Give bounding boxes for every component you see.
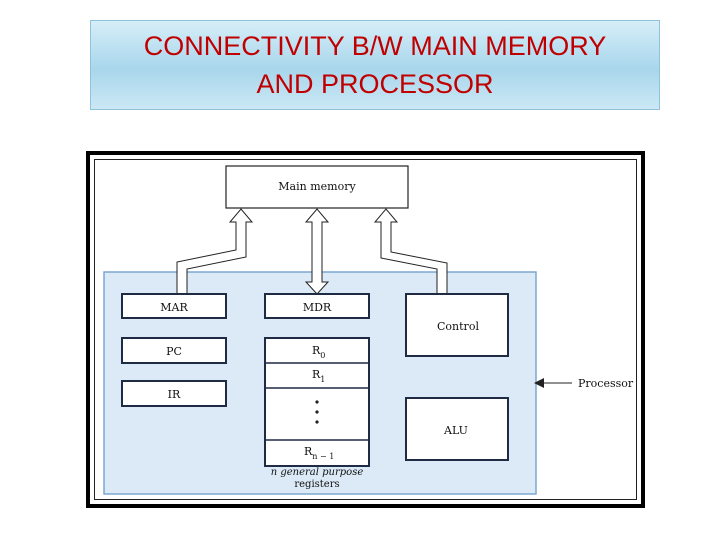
register-r1-letter: R — [312, 368, 321, 381]
main-memory-label: Main memory — [278, 180, 356, 193]
diagram-inner-border — [94, 159, 637, 500]
register-r0-letter: R — [312, 344, 321, 357]
control-label: Control — [437, 320, 479, 333]
ir-label: IR — [168, 388, 181, 401]
control-unit-block — [405, 293, 509, 357]
register-r1-subscript: 1 — [320, 375, 325, 384]
registers-caption-line-2: registers — [294, 479, 339, 490]
register-r0-subscript: 0 — [320, 351, 325, 360]
mar-bus-arrow — [176, 208, 254, 295]
mdr-register — [264, 293, 370, 319]
mdr-bus-arrow — [304, 208, 330, 295]
register-rn-subscript: n − 1 — [312, 452, 334, 461]
slide-title-box: CONNECTIVITY B/W MAIN MEMORY AND PROCESSO… — [90, 20, 660, 110]
register-r1-label: R1 — [312, 368, 325, 384]
alu-label: ALU — [443, 424, 468, 437]
pc-label: PC — [166, 345, 182, 358]
register-rn-label: Rn − 1 — [304, 445, 334, 461]
ir-register — [121, 380, 227, 407]
slide-title: CONNECTIVITY B/W MAIN MEMORY AND PROCESSO… — [144, 27, 607, 103]
mar-label: MAR — [160, 301, 188, 314]
main-memory-block — [225, 165, 409, 209]
pc-register — [121, 337, 227, 364]
slide-title-line-1: CONNECTIVITY B/W MAIN MEMORY — [143, 31, 607, 61]
processor-label: Processor — [578, 377, 634, 390]
mar-register — [121, 293, 227, 319]
register-ellipsis-dots — [315, 400, 319, 424]
alu-block — [405, 397, 509, 461]
register-rn-letter: R — [304, 445, 313, 458]
registers-caption-line-1: n general purpose — [271, 467, 364, 478]
mdr-label: MDR — [303, 301, 332, 314]
control-bus-arrow — [373, 208, 448, 295]
register-r0-label: R0 — [312, 344, 325, 360]
slide-title-line-2: AND PROCESSOR — [256, 69, 494, 99]
